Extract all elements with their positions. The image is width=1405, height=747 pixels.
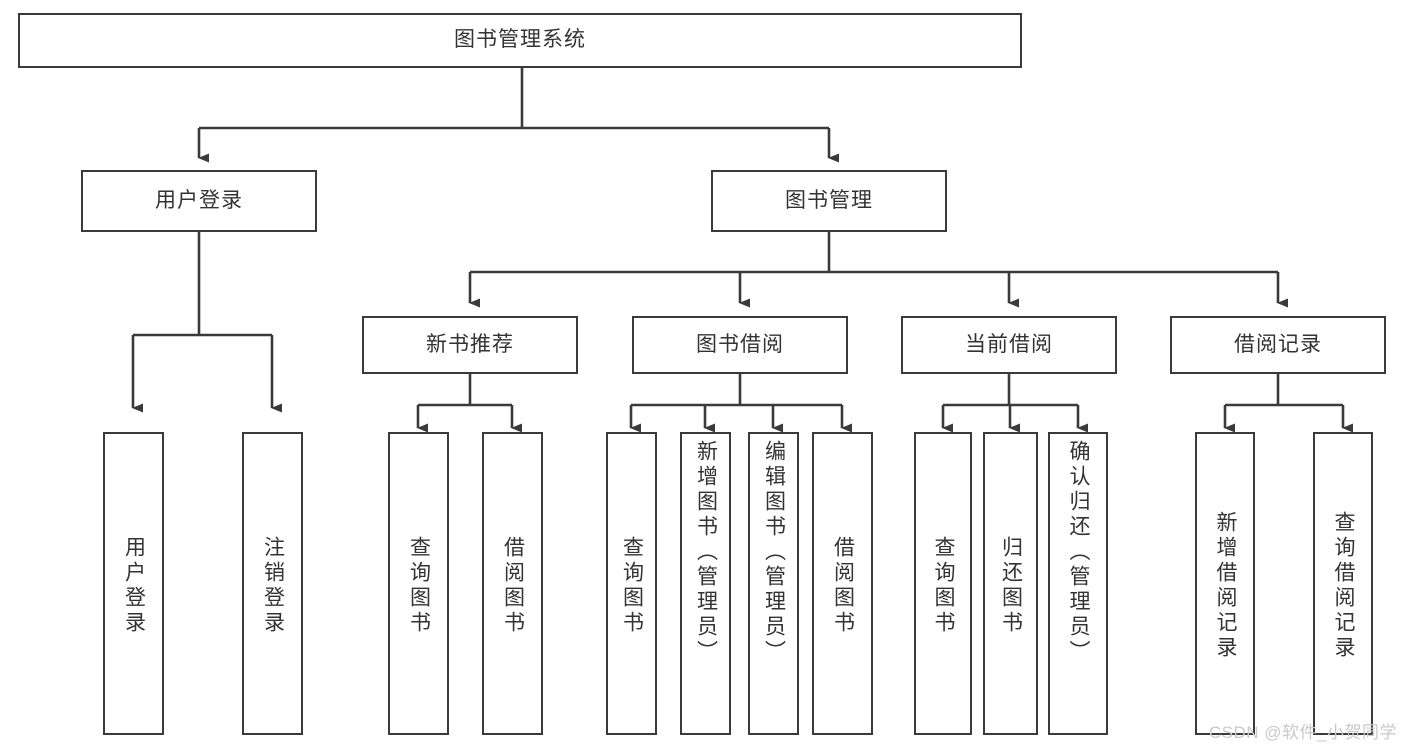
node-label: 借阅记录 <box>1234 332 1322 356</box>
leaf-borrow-book[interactable]: 借阅图书 <box>812 432 873 735</box>
leaf-borrow-book-recommend[interactable]: 借阅图书 <box>482 432 543 735</box>
node-book-management[interactable]: 图书管理 <box>711 170 947 232</box>
node-label: 查询借阅记录 <box>1332 510 1356 661</box>
edge-group-borrow-record <box>1223 374 1353 433</box>
node-label: 归还图书 <box>999 535 1023 636</box>
node-user-login[interactable]: 用户登录 <box>81 170 317 232</box>
edge-group-root <box>197 68 839 163</box>
node-label: 注销登录 <box>261 535 285 636</box>
leaf-confirm-return-admin[interactable]: 确认归还（管理员） <box>1048 432 1108 735</box>
leaf-add-book-admin[interactable]: 新增图书（管理员） <box>680 432 731 735</box>
node-label: 用户登录 <box>155 188 243 212</box>
node-label: 用户登录 <box>122 535 146 636</box>
leaf-edit-book-admin[interactable]: 编辑图书（管理员） <box>748 432 799 735</box>
leaf-add-borrow-record[interactable]: 新增借阅记录 <box>1195 432 1255 735</box>
watermark-text: CSDN @软件_小贺同学 <box>1208 723 1397 742</box>
node-label: 编辑图书（管理员） <box>762 440 786 665</box>
leaf-query-book-recommend[interactable]: 查询图书 <box>388 432 449 735</box>
node-book-borrow[interactable]: 图书借阅 <box>632 316 848 374</box>
node-current-borrow[interactable]: 当前借阅 <box>901 316 1117 374</box>
node-label: 查询图书 <box>932 535 956 636</box>
node-label: 图书借阅 <box>696 332 784 356</box>
leaf-query-book-current[interactable]: 查询图书 <box>914 432 972 735</box>
node-label: 新书推荐 <box>426 332 514 356</box>
leaf-query-borrow-record[interactable]: 查询借阅记录 <box>1313 432 1373 735</box>
node-new-book-recommend[interactable]: 新书推荐 <box>362 316 578 374</box>
node-label: 新增图书（管理员） <box>694 440 718 665</box>
node-label: 当前借阅 <box>965 332 1053 356</box>
node-label: 借阅图书 <box>501 535 525 636</box>
leaf-query-book-borrow[interactable]: 查询图书 <box>606 432 657 735</box>
node-label: 查询图书 <box>407 535 431 636</box>
leaf-user-login[interactable]: 用户登录 <box>103 432 164 735</box>
edge-group-book-manage <box>468 232 1288 308</box>
node-label: 图书管理系统 <box>454 28 586 52</box>
edge-group-user-login <box>131 232 282 413</box>
node-root-library-management-system[interactable]: 图书管理系统 <box>18 13 1022 68</box>
node-label: 查询图书 <box>620 535 644 636</box>
edge-group-current-borrow <box>941 374 1088 433</box>
leaf-logout-login[interactable]: 注销登录 <box>242 432 303 735</box>
node-borrow-record[interactable]: 借阅记录 <box>1170 316 1386 374</box>
edge-group-new-book <box>416 374 522 433</box>
node-label: 图书管理 <box>785 188 873 212</box>
edge-group-book-borrow <box>629 374 852 433</box>
node-label: 借阅图书 <box>831 535 855 636</box>
node-label: 确认归还（管理员） <box>1067 440 1091 665</box>
node-label: 新增借阅记录 <box>1214 510 1238 661</box>
leaf-return-book[interactable]: 归还图书 <box>983 432 1038 735</box>
